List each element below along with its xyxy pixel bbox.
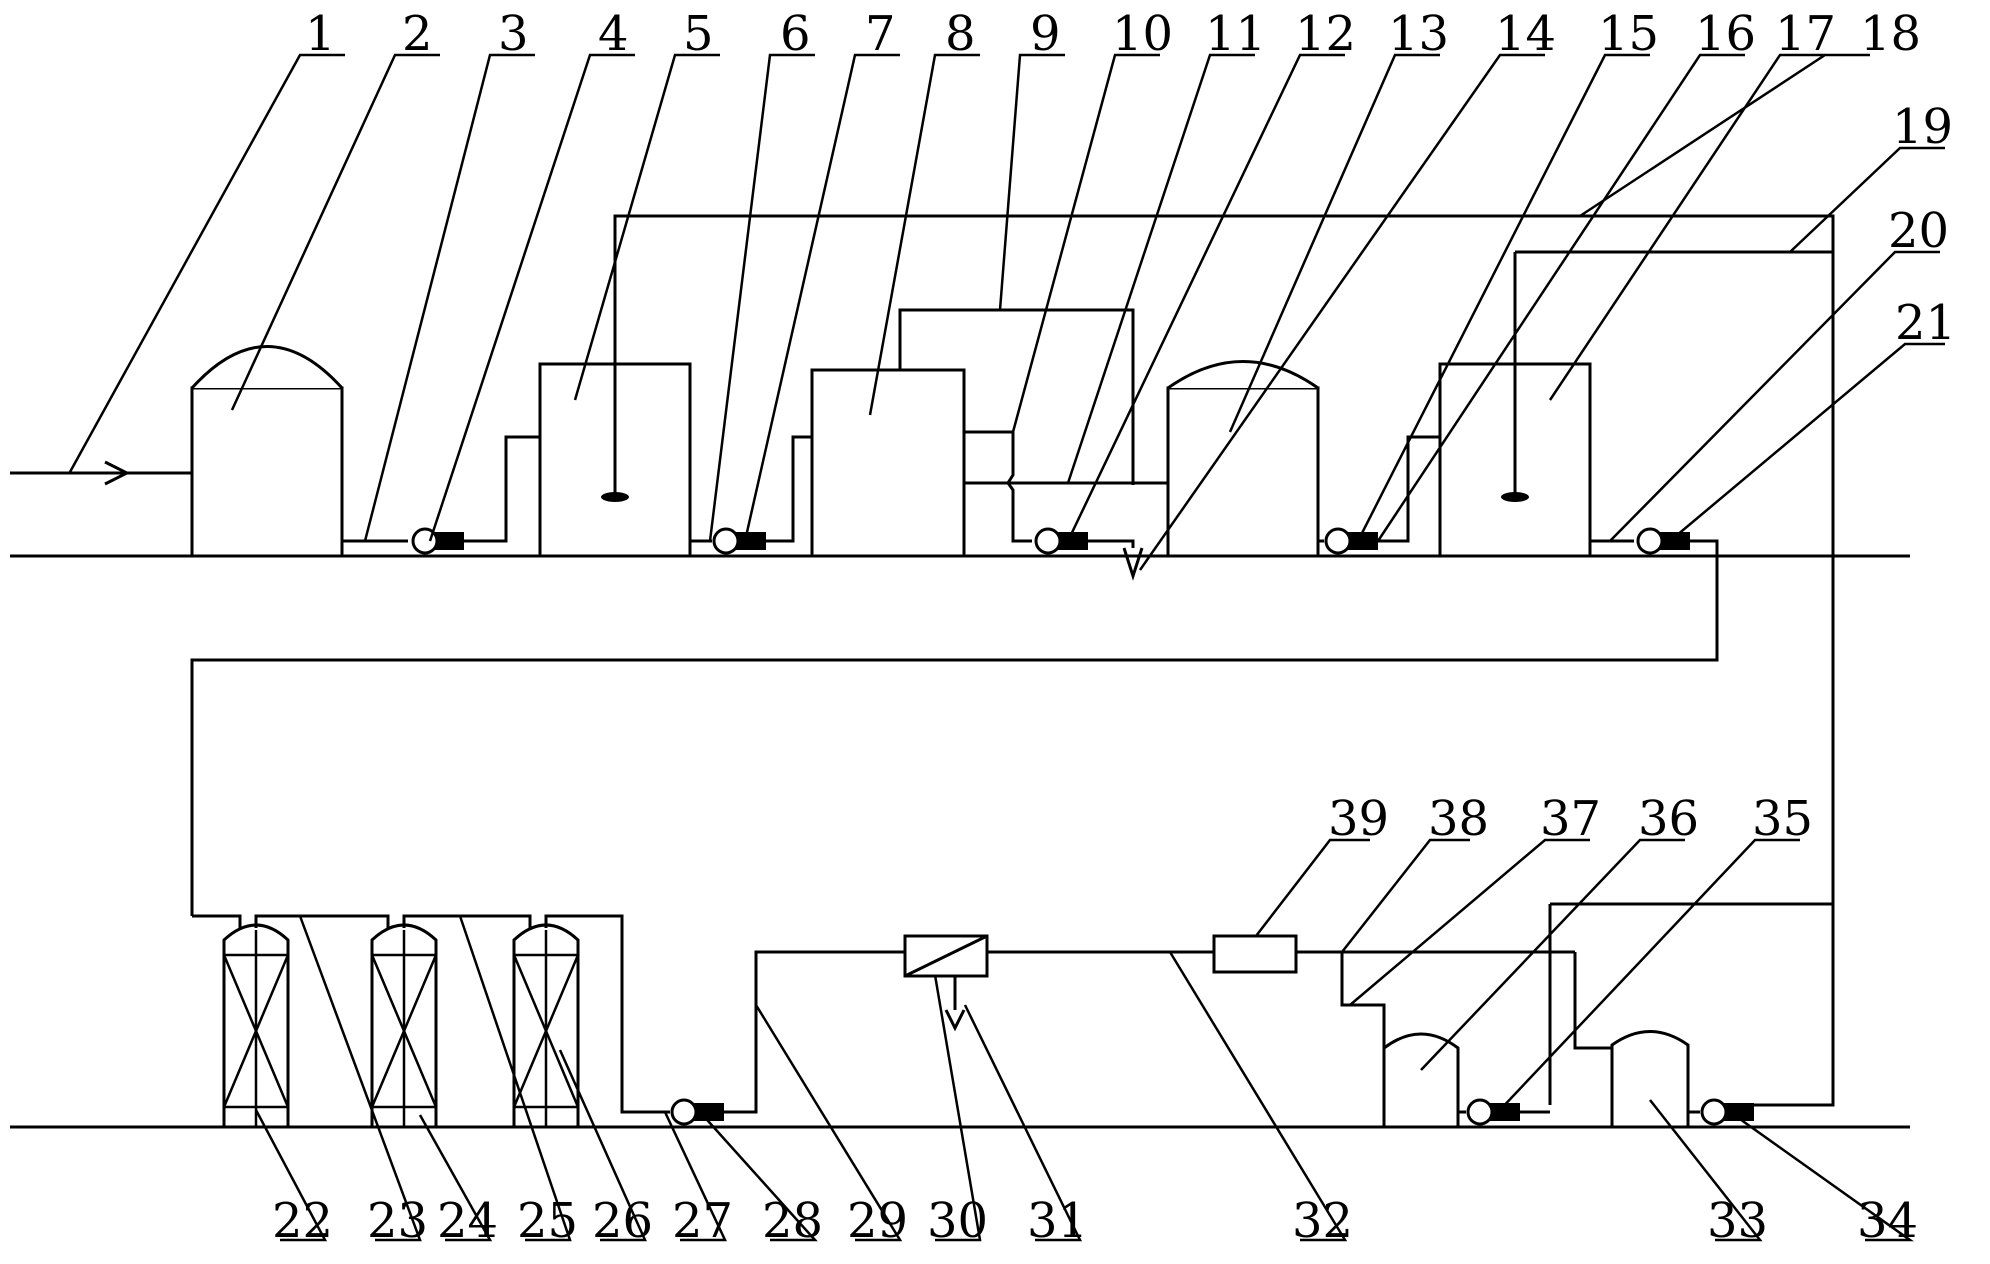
label-38: 38 [1428, 791, 1489, 847]
tank-36 [1382, 1032, 1460, 1129]
stirred-tank-5 [538, 300, 692, 558]
label-37: 37 [1540, 791, 1601, 847]
label-33: 33 [1707, 1193, 1768, 1249]
label-30: 30 [927, 1193, 988, 1249]
stirred-tank-17 [1438, 252, 1592, 558]
right-label-group: 19 20 21 [1888, 99, 1956, 351]
label-14: 14 [1495, 6, 1556, 62]
pump-15 [1318, 435, 1440, 555]
tank-2 [190, 345, 344, 558]
label-4: 4 [598, 6, 629, 62]
return-line-6 [613, 214, 1835, 1107]
label-21: 21 [1895, 295, 1956, 351]
tank-33 [1610, 1030, 1690, 1129]
label-19: 19 [1892, 99, 1953, 155]
label-16: 16 [1695, 6, 1756, 62]
label-22: 22 [272, 1193, 333, 1249]
label-35: 35 [1752, 791, 1813, 847]
label-36: 36 [1638, 791, 1699, 847]
label-18: 18 [1860, 6, 1921, 62]
column-26 [512, 923, 580, 1129]
tank-13 [1166, 360, 1320, 558]
label-24: 24 [437, 1193, 498, 1249]
pipe-38b [1573, 952, 1612, 1050]
bottom-label-group: 22 23 24 25 26 27 28 29 30 31 32 33 34 [272, 1193, 1918, 1249]
middle-label-group: 39 38 37 36 35 [1328, 791, 1813, 847]
pump-7 [690, 435, 812, 555]
label-11: 11 [1205, 6, 1266, 62]
column-piping [192, 914, 670, 1114]
label-26: 26 [592, 1193, 653, 1249]
label-25: 25 [517, 1193, 578, 1249]
tank-8 [810, 368, 966, 558]
label-3: 3 [498, 6, 529, 62]
pipe-38 [1340, 952, 1386, 1048]
label-2: 2 [402, 6, 433, 62]
inlet-arrow [10, 460, 192, 486]
label-17: 17 [1775, 6, 1836, 62]
label-10: 10 [1112, 6, 1173, 62]
label-6: 6 [780, 6, 811, 62]
pump-35 [1458, 1098, 1550, 1126]
label-20: 20 [1888, 203, 1949, 259]
label-15: 15 [1598, 6, 1659, 62]
label-1: 1 [305, 6, 336, 62]
pump-3 [342, 435, 540, 555]
pump-34 [1688, 1098, 1754, 1126]
label-7: 7 [865, 6, 896, 62]
top-label-group: 1 2 3 4 5 6 7 8 9 10 11 12 13 14 15 16 1… [305, 6, 1921, 62]
column-24 [370, 923, 438, 1129]
column-22 [222, 923, 290, 1129]
label-32: 32 [1292, 1193, 1353, 1249]
pump-21 [190, 527, 1719, 916]
label-13: 13 [1388, 6, 1449, 62]
label-34: 34 [1857, 1193, 1918, 1249]
label-28: 28 [762, 1193, 823, 1249]
label-29: 29 [847, 1193, 908, 1249]
membrane-unit-29 [903, 934, 1214, 1032]
label-23: 23 [367, 1193, 428, 1249]
box-39 [1212, 934, 1575, 974]
label-31: 31 [1027, 1193, 1088, 1249]
label-5: 5 [683, 6, 714, 62]
pump-12 [1034, 527, 1144, 581]
label-9: 9 [1030, 6, 1061, 62]
label-8: 8 [945, 6, 976, 62]
label-12: 12 [1295, 6, 1356, 62]
pump-28 [670, 950, 905, 1126]
label-39: 39 [1328, 791, 1389, 847]
leader-lines [68, 53, 1945, 1242]
label-27: 27 [672, 1193, 733, 1249]
